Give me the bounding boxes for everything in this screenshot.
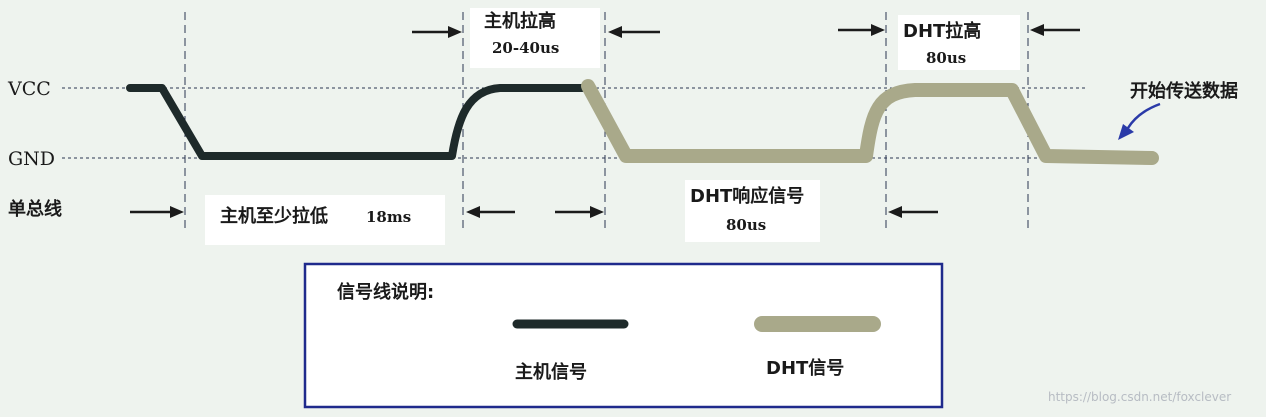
- arrowhead-host-low-left: [170, 206, 184, 218]
- dht-high-value: 80us: [926, 49, 966, 67]
- dht-high-label: DHT拉高: [903, 20, 981, 42]
- arrowhead-dht-response-right: [888, 206, 902, 218]
- label-bg-dht-high: [898, 15, 1020, 70]
- host-signal-waveform: [126, 84, 586, 160]
- host-low-value: 18ms: [366, 208, 411, 226]
- gnd-label: GND: [8, 148, 55, 170]
- label-bg-host-high: [470, 8, 600, 68]
- host-high-value: 20-40us: [492, 39, 559, 57]
- dht-response-label: DHT响应信号: [690, 185, 804, 207]
- bus-label: 单总线: [8, 198, 62, 220]
- legend-dht-label: DHT信号: [766, 357, 844, 379]
- arrowhead-dht-response-left: [590, 206, 604, 218]
- host-high-label: 主机拉高: [484, 10, 556, 32]
- label-bg-host-low: [205, 195, 445, 245]
- legend-title: 信号线说明:: [337, 281, 434, 303]
- start-transmit-label: 开始传送数据: [1130, 80, 1238, 102]
- legend-box: [303, 262, 944, 409]
- watermark-text: https://blog.csdn.net/foxclever: [1048, 390, 1231, 404]
- start-transmit-pointer: [1126, 102, 1161, 129]
- legend-host-label: 主机信号: [515, 361, 587, 383]
- vcc-label: VCC: [7, 78, 51, 100]
- arrowhead-host-low-right: [466, 206, 480, 218]
- dht-signal-waveform: [581, 79, 1159, 165]
- start-transmit-arrowhead: [1118, 124, 1134, 140]
- arrowhead-dht-high-left: [871, 24, 885, 36]
- arrowhead-host-high-right: [608, 26, 622, 38]
- arrowhead-dht-high-right: [1030, 24, 1044, 36]
- arrowhead-host-high-left: [448, 26, 462, 38]
- label-bg-dht-response: [685, 180, 820, 242]
- host-low-label: 主机至少拉低: [220, 205, 328, 227]
- dht-response-value: 80us: [726, 216, 766, 234]
